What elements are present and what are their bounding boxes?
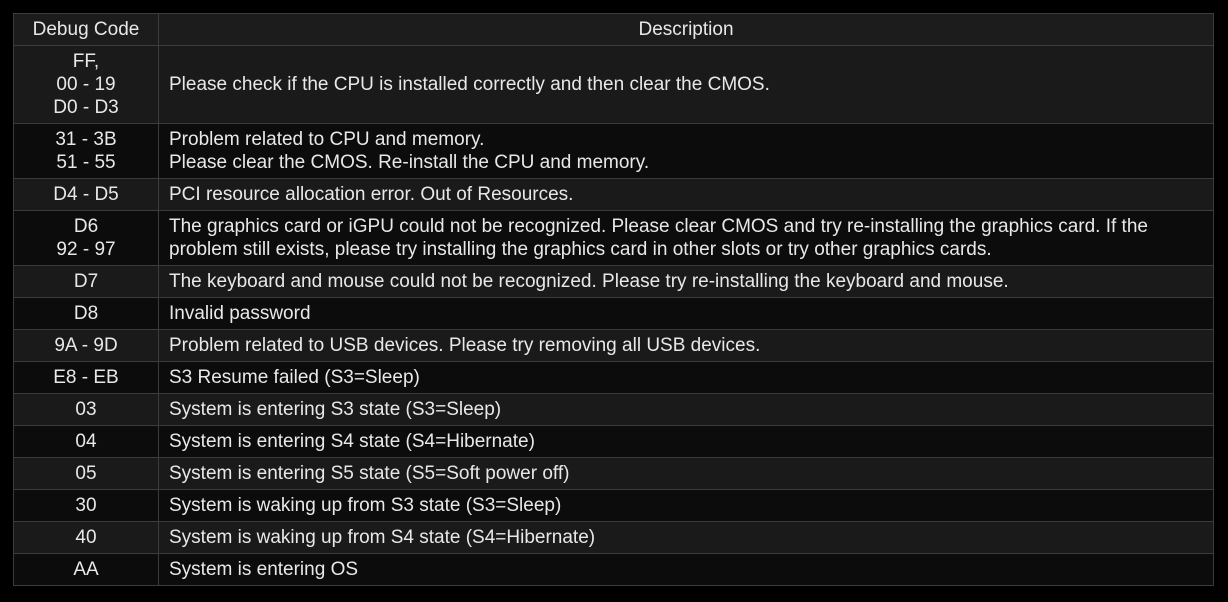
description-cell: System is waking up from S3 state (S3=Sl…: [158, 489, 1214, 522]
debug-code-cell: 9A - 9D: [13, 329, 159, 362]
debug-code-line: 40: [75, 527, 97, 548]
debug-code-line: E8 - EB: [53, 367, 119, 388]
description-cell: Problem related to USB devices. Please t…: [158, 329, 1214, 362]
debug-code-line: 00 - 19: [56, 74, 116, 95]
description-cell: The keyboard and mouse could not be reco…: [158, 265, 1214, 298]
description-cell: Please check if the CPU is installed cor…: [158, 45, 1214, 124]
description-text: System is waking up from S3 state (S3=Sl…: [169, 495, 562, 516]
debug-code-line: D0 - D3: [53, 97, 119, 118]
description-text: PCI resource allocation error. Out of Re…: [169, 184, 574, 205]
description-cell: The graphics card or iGPU could not be r…: [158, 210, 1214, 266]
description-cell: System is waking up from S4 state (S4=Hi…: [158, 521, 1214, 554]
debug-code-line: 9A - 9D: [54, 335, 118, 356]
description-text: Invalid password: [169, 303, 311, 324]
debug-code-line: 03: [75, 399, 97, 420]
debug-code-cell: AA: [13, 553, 159, 586]
description-cell: Invalid password: [158, 297, 1214, 330]
description-text: Problem related to USB devices. Please t…: [169, 335, 761, 356]
debug-code-cell: 04: [13, 425, 159, 458]
header-description: Description: [158, 13, 1214, 46]
description-cell: System is entering S5 state (S5=Soft pow…: [158, 457, 1214, 490]
debug-code-cell: E8 - EB: [13, 361, 159, 394]
debug-code-line: 51 - 55: [56, 152, 116, 173]
table-row: 30 System is waking up from S3 state (S3=…: [13, 489, 1214, 522]
header-debug-code: Debug Code: [13, 13, 159, 46]
debug-code-line: D4 - D5: [53, 184, 119, 205]
table-row: 40 System is waking up from S4 state (S4=…: [13, 521, 1214, 554]
description-cell: S3 Resume failed (S3=Sleep): [158, 361, 1214, 394]
debug-code-line: 05: [75, 463, 97, 484]
debug-code-cell: D8: [13, 297, 159, 330]
description-cell: System is entering S4 state (S4=Hibernat…: [158, 425, 1214, 458]
table-row: 05 System is entering S5 state (S5=Soft p…: [13, 457, 1214, 490]
table-row: AA System is entering OS: [13, 553, 1214, 586]
debug-code-line: D7: [73, 271, 99, 292]
description-cell: System is entering S3 state (S3=Sleep): [158, 393, 1214, 426]
debug-code-cell: 03: [13, 393, 159, 426]
description-text: System is entering OS: [169, 559, 359, 580]
debug-code-line: AA: [73, 559, 99, 580]
debug-code-line: D8: [73, 303, 99, 324]
table-row: 04 System is entering S4 state (S4=Hibern…: [13, 425, 1214, 458]
debug-code-line: 04: [75, 431, 97, 452]
description-text: The graphics card or iGPU could not be r…: [169, 216, 1148, 260]
debug-code-cell: 05: [13, 457, 159, 490]
debug-code-cell: D4 - D5: [13, 178, 159, 211]
description-text: System is entering S3 state (S3=Sleep): [169, 399, 502, 420]
table-row: D4 - D5 PCI resource allocation error. Ou…: [13, 178, 1214, 211]
description-text: Problem related to CPU and memory. Pleas…: [169, 129, 650, 173]
description-cell: System is entering OS: [158, 553, 1214, 586]
debug-code-line: D6: [73, 216, 99, 237]
description-text: The keyboard and mouse could not be reco…: [169, 271, 1009, 292]
debug-code-cell: 30: [13, 489, 159, 522]
debug-code-cell: 40: [13, 521, 159, 554]
table-header-row: Debug Code Description: [13, 13, 1214, 46]
table-row: D8 Invalid password: [13, 297, 1214, 330]
table-row: E8 - EB S3 Resume failed (S3=Sleep): [13, 361, 1214, 394]
description-cell: PCI resource allocation error. Out of Re…: [158, 178, 1214, 211]
table-row: 9A - 9D Problem related to USB devices. P…: [13, 329, 1214, 362]
description-text: Please check if the CPU is installed cor…: [169, 74, 770, 95]
table-row: D7 The keyboard and mouse could not be re…: [13, 265, 1214, 298]
description-text: System is waking up from S4 state (S4=Hi…: [169, 527, 596, 548]
debug-code-cell: D7: [13, 265, 159, 298]
debug-code-line: FF,: [72, 51, 100, 72]
description-text: S3 Resume failed (S3=Sleep): [169, 367, 420, 388]
debug-code-line: 31 - 3B: [55, 129, 117, 150]
debug-code-line: 92 - 97: [56, 239, 116, 260]
description-cell: Problem related to CPU and memory. Pleas…: [158, 123, 1214, 179]
table-row: 03 System is entering S3 state (S3=Sleep): [13, 393, 1214, 426]
debug-code-line: 30: [75, 495, 97, 516]
description-text: System is entering S5 state (S5=Soft pow…: [169, 463, 570, 484]
description-text: System is entering S4 state (S4=Hibernat…: [169, 431, 535, 452]
